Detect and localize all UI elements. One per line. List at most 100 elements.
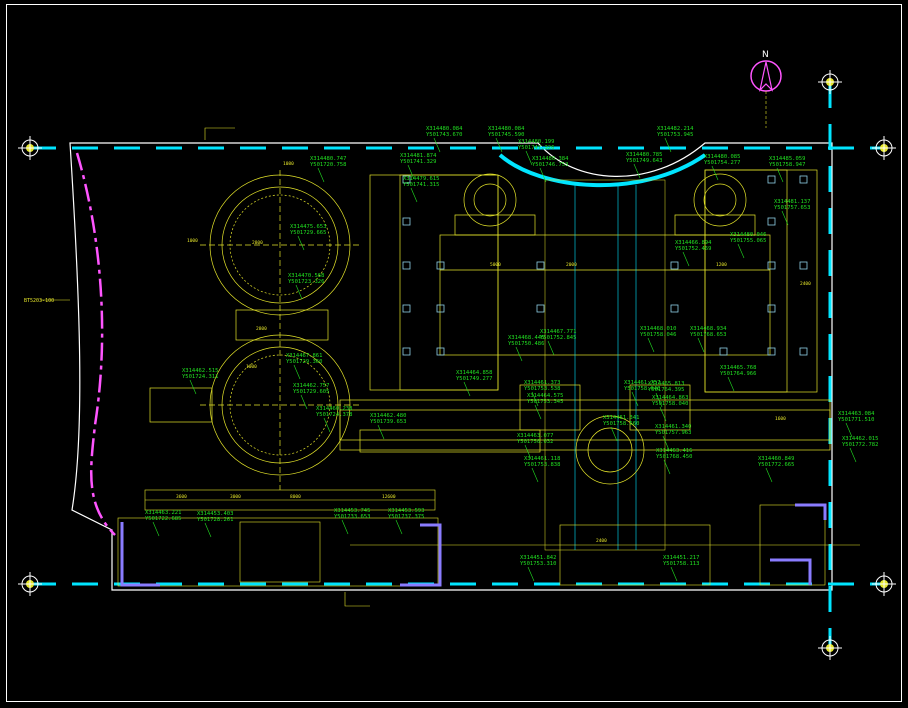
coordinate-x: X314461.340 [655, 424, 691, 430]
coordinate-y: Y501753.838 [524, 462, 560, 468]
coordinate-x: X314464.858 [456, 370, 492, 376]
coordinate-y: Y501758.947 [769, 162, 805, 168]
coordinate-leader [655, 392, 663, 408]
dimension-label: 1600 [775, 416, 786, 422]
coordinate-leader [317, 167, 325, 183]
coordinate-y: Y501722.685 [145, 516, 181, 522]
coordinate-x: X314460.849 [758, 456, 794, 462]
coordinate-x: X314463.077 [517, 433, 553, 439]
coordinate-y: Y501749.643 [626, 158, 662, 164]
coordinate-x: X314480.084 [488, 126, 525, 132]
dimension-label: 5000 [490, 262, 501, 268]
coordinate-x: X314467.771 [540, 329, 576, 335]
coordinate-leader [515, 346, 523, 362]
coordinate-y: Y501758.560 [603, 421, 639, 427]
dimension-label: 1000 [187, 238, 198, 244]
column-markers [402, 175, 808, 356]
coordinate-x: X314463.221 [145, 510, 181, 516]
coordinate-leader [495, 137, 503, 153]
coordinate-leader [849, 447, 857, 463]
coordinate-y: Y501757.653 [774, 205, 810, 211]
coordinate-x: X314479.615 [403, 176, 439, 182]
coordinate-y: Y501753.310 [520, 561, 556, 567]
coordinate-x: X314480.046 [730, 232, 766, 238]
dimension-label: 2800 [256, 326, 267, 332]
coordinate-y: Y501758.113 [663, 561, 699, 567]
coordinate-x: X314465.813 [648, 381, 684, 387]
coordinate-y: Y501749.277 [456, 376, 492, 382]
coordinate-leader [377, 424, 385, 440]
coordinate-y: Y501752.845 [540, 335, 576, 341]
coordinate-y: Y501757.963 [655, 430, 691, 436]
coordinate-leader [547, 340, 555, 356]
top-arc-axis [498, 153, 707, 187]
coordinate-leader [765, 467, 773, 483]
coordinate-leader [539, 167, 547, 183]
coordinate-y: Y501720.758 [310, 162, 346, 168]
coordinate-x: X314480.199 [518, 139, 554, 145]
coordinate-x: X314463.416 [656, 448, 692, 454]
coordinate-x: X314481.874 [400, 153, 437, 159]
coordinate-leader [189, 379, 197, 395]
north-arrow-icon: N [750, 50, 782, 128]
coordinate-y: Y501768.450 [656, 454, 692, 460]
coordinate-y: Y501723.326 [288, 279, 324, 285]
coordinate-labels: X314480.747Y501720.758X314475.653Y501729… [145, 126, 878, 582]
coordinate-x: X314461.118 [524, 456, 560, 462]
coordinate-x: X314481.137 [774, 199, 810, 205]
dimension-label: 8000 [290, 494, 301, 500]
coordinate-leader [152, 521, 160, 537]
coordinate-leader [341, 519, 349, 535]
coordinate-leader [295, 284, 303, 300]
coordinate-x: X314463.084 [838, 411, 875, 417]
coordinate-leader [737, 243, 745, 259]
coordinate-x: X314451.842 [520, 555, 556, 561]
coordinate-leader [659, 406, 667, 422]
coordinate-leader [610, 426, 618, 442]
coordinate-x: X314453.403 [197, 511, 233, 517]
coordinate-leader [727, 376, 735, 392]
central-hall [339, 169, 831, 551]
coordinate-leader [776, 167, 784, 183]
coordinate-leader [300, 394, 308, 410]
coordinate-y: Y501737.375 [388, 514, 424, 520]
coordinate-y: Y501739.653 [370, 419, 406, 425]
coordinate-x: X314460.238 [316, 406, 352, 412]
coordinate-x: X314464.575 [527, 393, 563, 399]
coordinate-x: X314461.341 [603, 415, 639, 421]
coordinate-leader [410, 187, 418, 203]
coordinate-y: Y501758.046 [640, 332, 676, 338]
coordinate-leader [664, 137, 672, 153]
coordinate-x: X314480.785 [626, 152, 662, 158]
coordinate-y: Y501772.665 [758, 462, 794, 468]
coordinate-y: Y501724.378 [316, 412, 352, 418]
coordinate-leader [631, 391, 639, 407]
coordinate-leader [527, 566, 535, 582]
coordinate-leader [407, 164, 415, 180]
